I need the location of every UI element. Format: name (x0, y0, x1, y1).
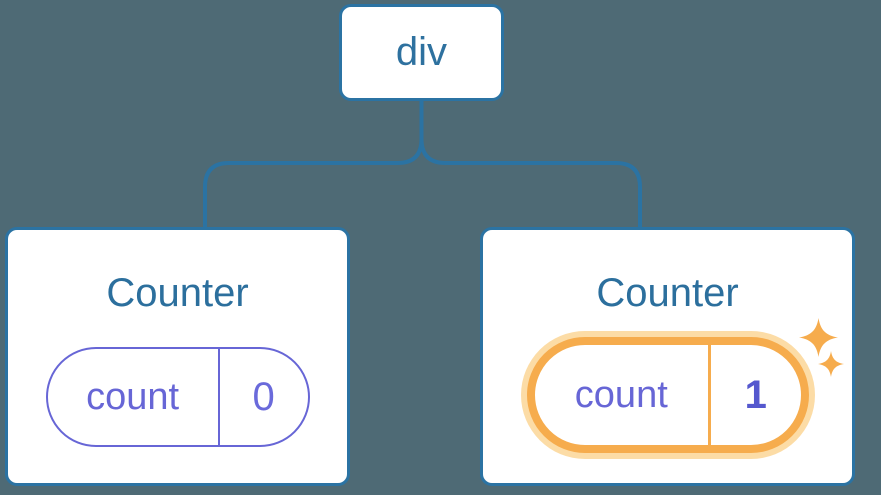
sparkle-icon (799, 318, 838, 357)
counter-card-left-title: Counter (106, 271, 249, 315)
connector-left-branch (203, 100, 424, 229)
sparkle-icon (818, 351, 844, 377)
state-name-label: count (574, 373, 668, 416)
counter-card-left: Counter count 0 (5, 227, 350, 486)
counter-card-right: Counter count 1 (480, 227, 855, 486)
state-pill-right-highlighted: count 1 (526, 337, 809, 453)
connector-right-branch (419, 100, 642, 229)
state-pill-left-key-segment: count (48, 349, 220, 445)
state-pill-right-key-segment: count (535, 345, 712, 445)
state-pill-right-value-segment: 1 (711, 345, 800, 445)
counter-card-right-title: Counter (596, 271, 739, 315)
state-value-label: 1 (744, 372, 767, 417)
state-pill-left: count 0 (45, 347, 310, 447)
state-pill-left-value-segment: 0 (220, 349, 308, 445)
state-name-label: count (86, 375, 180, 418)
root-node-label: div (395, 30, 448, 74)
state-value-label: 0 (252, 374, 275, 419)
root-node-div: div (339, 4, 504, 101)
